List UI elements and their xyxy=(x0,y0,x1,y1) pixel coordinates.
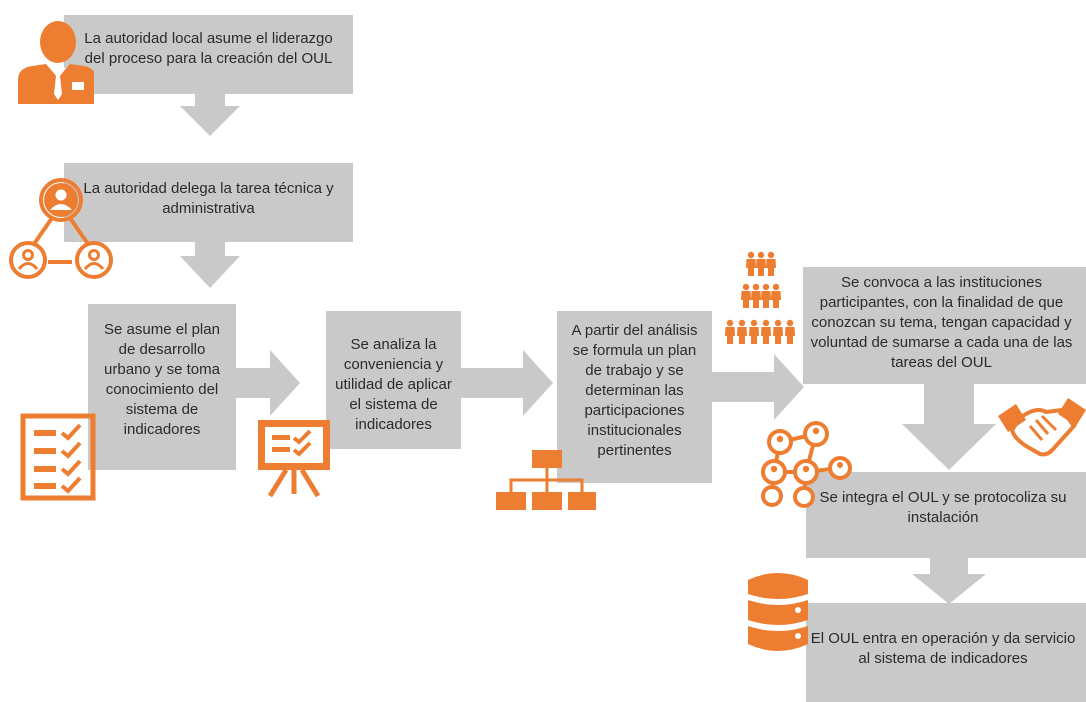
arrow-right-3 xyxy=(712,354,804,420)
step5-box: A partir del análisis se formula un plan… xyxy=(557,311,712,483)
network-people-icon xyxy=(761,421,852,508)
org-chart-icon xyxy=(496,450,596,510)
arrow-right-1 xyxy=(236,350,300,416)
arrow-right-2 xyxy=(461,350,553,416)
step4-box: Se analiza la conveniencia y utilidad de… xyxy=(326,311,461,449)
step3-text: Se asume el plan de desarrollo urbano y … xyxy=(104,321,220,438)
step7-text: Se integra el OUL y se protocoliza su in… xyxy=(819,489,1067,526)
step6-box: Se convoca a las instituciones participa… xyxy=(803,267,1086,384)
step3-box: Se asume el plan de desarrollo urbano y … xyxy=(88,304,236,470)
step4-text: Se analiza la conveniencia y utilidad de… xyxy=(335,336,452,433)
step2-text: La autoridad delega la tarea técnica y a… xyxy=(83,180,334,217)
step7-box: Se integra el OUL y se protocoliza su in… xyxy=(806,472,1086,558)
delegation-network-icon xyxy=(9,178,113,279)
step8-box: El OUL entra en operación y da servicio … xyxy=(806,603,1086,702)
step5-text: A partir del análisis se formula un plan… xyxy=(571,322,698,459)
step2-box: La autoridad delega la tarea técnica y a… xyxy=(64,163,353,242)
step1-box: La autoridad local asume el liderazgo de… xyxy=(64,15,353,94)
checklist-icon xyxy=(20,413,96,501)
arrow-down-3 xyxy=(902,384,996,470)
database-icon xyxy=(748,573,808,651)
arrow-down-2 xyxy=(180,242,240,288)
arrow-down-1 xyxy=(180,94,240,136)
handshake-icon xyxy=(998,398,1086,457)
leader-icon xyxy=(18,21,94,104)
step6-text: Se convoca a las instituciones participa… xyxy=(810,274,1073,371)
step8-text: El OUL entra en operación y da servicio … xyxy=(810,630,1076,667)
step1-text: La autoridad local asume el liderazgo de… xyxy=(84,30,333,67)
presentation-board-icon xyxy=(258,420,330,498)
arrow-down-4 xyxy=(912,558,986,604)
crowd-icon xyxy=(725,251,795,344)
